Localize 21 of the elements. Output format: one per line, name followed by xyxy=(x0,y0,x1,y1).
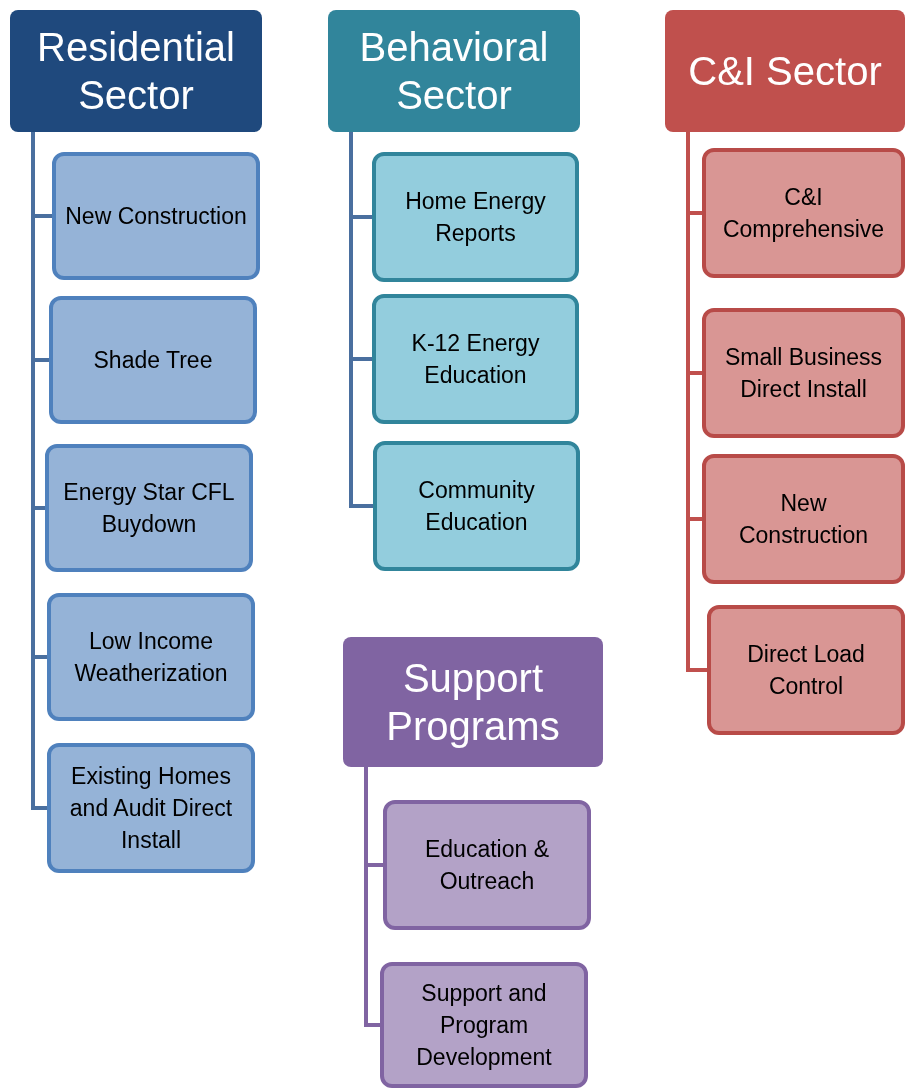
program-box: Education & Outreach xyxy=(383,800,591,930)
program-box: Energy Star CFL Buydown xyxy=(45,444,253,572)
program-box: Direct Load Control xyxy=(707,605,905,735)
program-box: Shade Tree xyxy=(49,296,257,424)
connector-line xyxy=(686,132,707,672)
program-box: Support and Program Development xyxy=(380,962,588,1088)
program-box: Community Education xyxy=(373,441,580,571)
sector-header-box: Support Programs xyxy=(343,637,603,767)
connector-line xyxy=(349,132,373,508)
program-box: Existing Homes and Audit Direct Install xyxy=(47,743,255,873)
connector-line xyxy=(364,767,380,1027)
program-box: Low Income Weatherization xyxy=(47,593,255,721)
sector-header-box: Behavioral Sector xyxy=(328,10,580,132)
program-box: K-12 Energy Education xyxy=(372,294,579,424)
program-box: C&I Comprehensive xyxy=(702,148,905,278)
program-box: New Construction xyxy=(702,454,905,584)
sector-header-box: Residential Sector xyxy=(10,10,262,132)
program-box: Small Business Direct Install xyxy=(702,308,905,438)
program-box: Home Energy Reports xyxy=(372,152,579,282)
program-box: New Construction xyxy=(52,152,260,280)
sector-header-box: C&I Sector xyxy=(665,10,905,132)
